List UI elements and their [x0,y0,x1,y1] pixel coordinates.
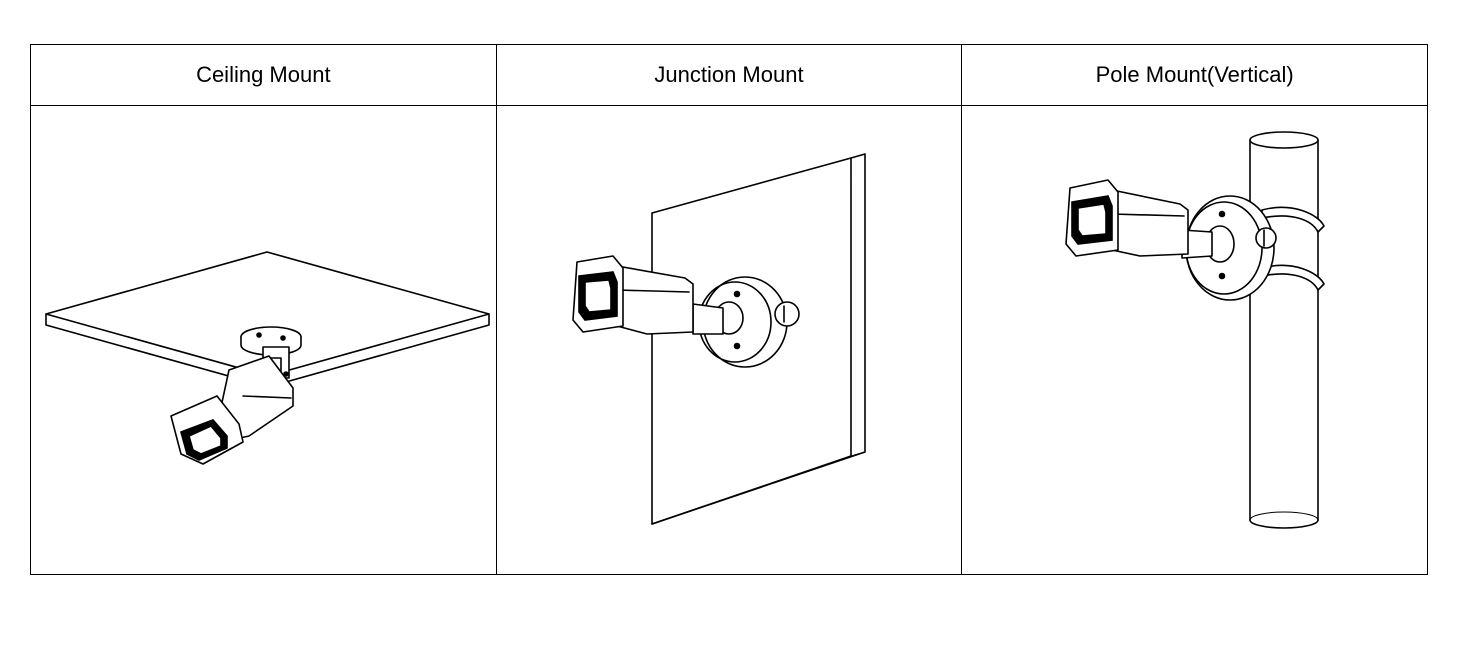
junction-mount-illustration [571,153,866,525]
ceiling-mount-illustration [45,251,490,465]
cell-pole-mount [961,105,1428,575]
header-ceiling-mount: Ceiling Mount [30,44,497,106]
illustration-row [30,105,1428,575]
header-row: Ceiling Mount Junction Mount Pole Mount(… [30,44,1428,106]
cell-junction-mount [495,105,963,575]
header-junction-mount: Junction Mount [495,44,963,106]
pole-mount-illustration [1065,131,1326,529]
mount-types-table: Ceiling Mount Junction Mount Pole Mount(… [30,44,1428,575]
header-pole-mount: Pole Mount(Vertical) [961,44,1428,106]
cell-ceiling-mount [30,105,497,575]
